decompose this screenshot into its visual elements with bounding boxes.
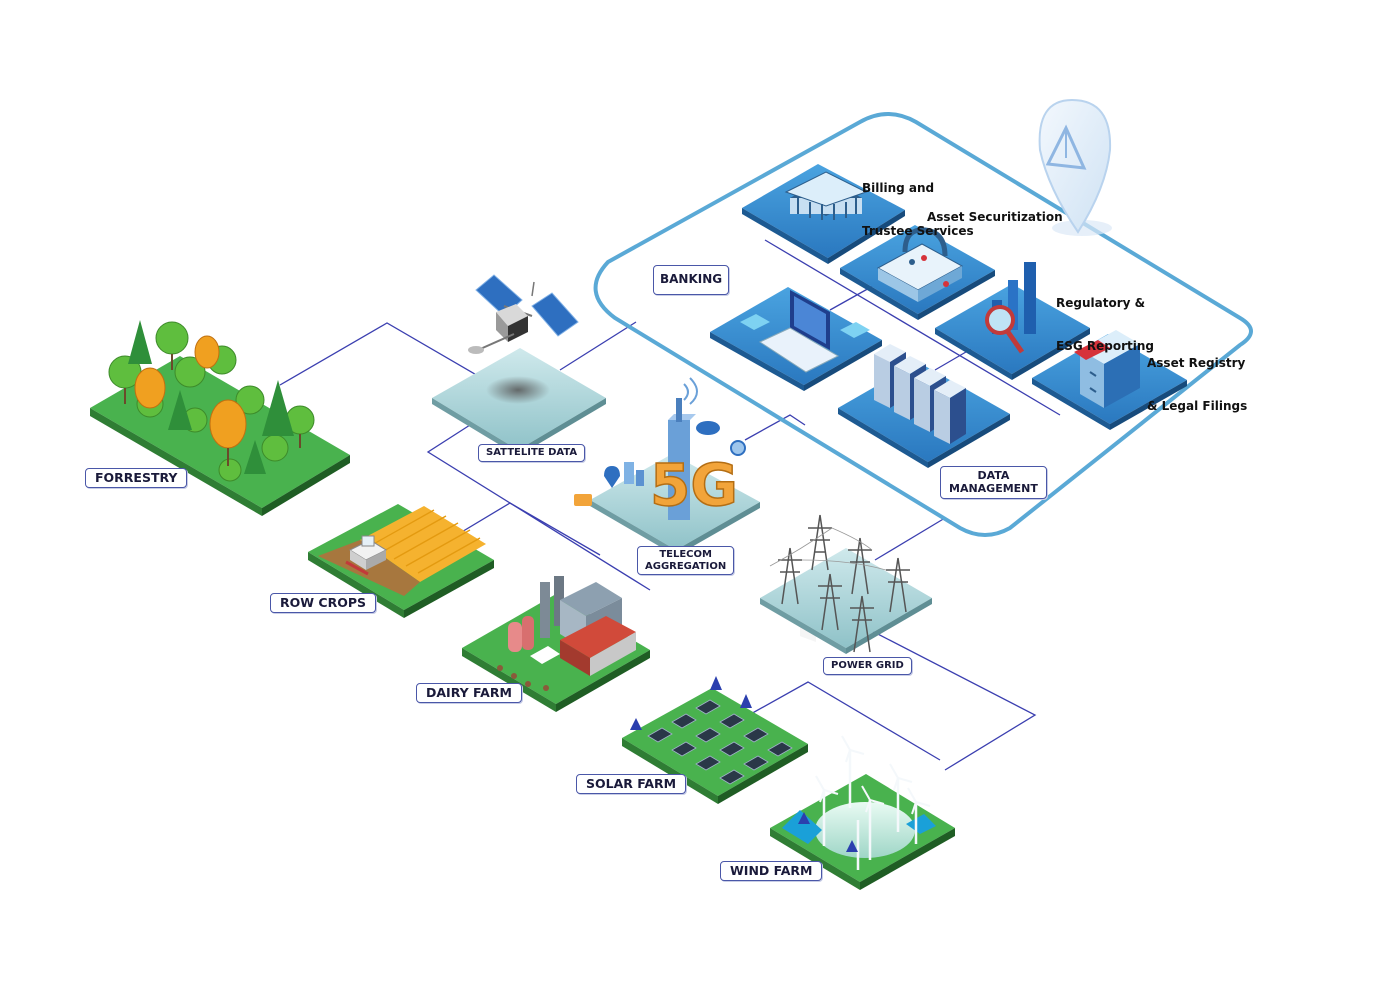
label-telecom-aggregation: TELECOM AGGREGATION (637, 546, 735, 575)
banking-platform-outline (593, 112, 1253, 537)
satellite-tile (432, 348, 606, 456)
power-pylon-icon (769, 514, 910, 653)
annotation-regulatory-line1: Regulatory & (1056, 295, 1146, 310)
annotation-regulatory-line2: ESG Reporting (1056, 338, 1154, 353)
annotation-billing-line1: Billing and (862, 180, 935, 195)
satellite-icon (468, 274, 579, 354)
annotation-registry-line2: & Legal Filings (1147, 398, 1248, 413)
connector-grid-wind (869, 629, 1037, 771)
label-forestry: FORRESTRY (85, 468, 188, 489)
annotation-asset-securitization: Asset Securitization (927, 210, 1063, 224)
annotation-regulatory: Regulatory & ESG Reporting (1056, 267, 1154, 368)
harvester-icon (345, 535, 388, 576)
label-solar-farm: SOLAR FARM (576, 774, 687, 795)
location-pin-logo-icon (1038, 98, 1112, 236)
annotation-asset-registry: Asset Registry & Legal Filings (1147, 327, 1247, 428)
wind-farm-tile (770, 774, 955, 890)
label-power-grid: POWER GRID (823, 657, 912, 675)
connector-bank-registry (764, 239, 1061, 416)
bank-icon (784, 171, 868, 220)
solar-panel-icon (630, 676, 793, 785)
label-data-mgmt-line2: MANAGEMENT (949, 481, 1038, 495)
annotation-registry-line1: Asset Registry (1147, 355, 1246, 370)
label-row-crops: ROW CROPS (270, 593, 376, 614)
wind-turbine-icon (815, 735, 931, 870)
connector-forestry-satellite (279, 322, 493, 386)
5g-tower-icon: 5G (574, 377, 746, 520)
connector-solar-wind (739, 681, 941, 761)
solar-farm-tile (622, 688, 808, 804)
connector-satellite-banking (559, 321, 637, 371)
label-dairy-farm: DAIRY FARM (416, 683, 522, 704)
label-satellite-data: SATTELITE DATA (478, 444, 586, 462)
bar-chart-magnifier-icon (985, 262, 1036, 354)
connector-satellite-dairy (426, 424, 651, 591)
label-telecom-line1: TELECOM (659, 549, 712, 560)
connector-lines (279, 239, 1061, 771)
tree-icon (108, 320, 315, 482)
label-data-mgmt-line1: DATA (977, 469, 1010, 482)
factory-icon (497, 576, 636, 691)
lock-icon (876, 227, 964, 302)
connector-telecom-datamgmt (744, 414, 806, 441)
file-cabinet-icon (1074, 330, 1140, 408)
tower-5g-text: 5G (650, 451, 738, 519)
power-grid-tile (760, 548, 932, 654)
annotation-billing: Billing and Trustee Services (862, 152, 974, 253)
connector-grid-platform (874, 517, 946, 561)
wind-farm-accents (798, 812, 858, 852)
label-data-management: DATA MANAGEMENT (940, 466, 1047, 500)
dairy-farm-tile (462, 594, 650, 712)
server-rack-icon (874, 344, 966, 444)
annotation-billing-line2: Trustee Services (862, 223, 974, 238)
label-banking: BANKING (653, 265, 730, 295)
label-wind-farm: WIND FARM (720, 861, 823, 882)
label-telecom-line2: AGGREGATION (645, 560, 727, 572)
